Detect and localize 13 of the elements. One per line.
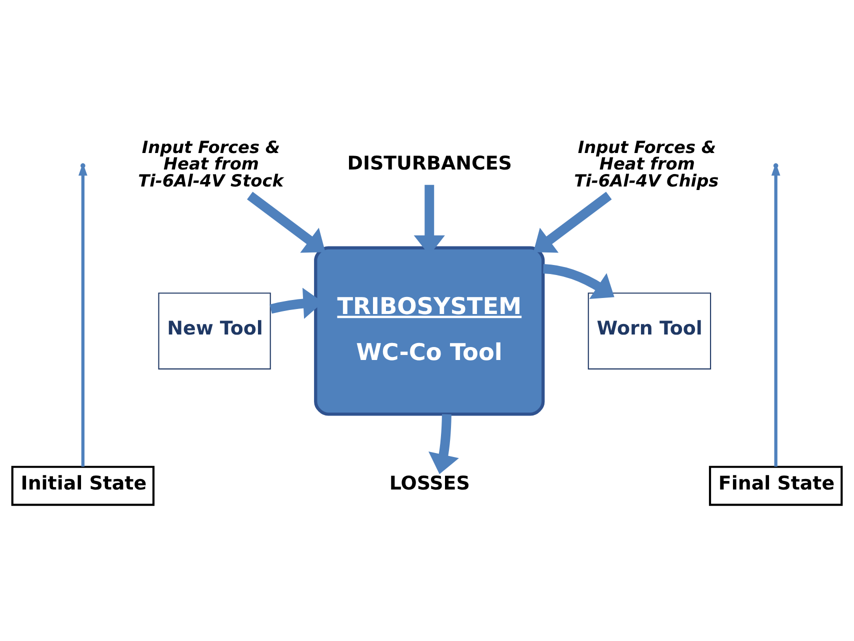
node-box: Initial State (11, 466, 155, 506)
node-text: DISTURBANCES (347, 152, 512, 174)
node-box: TRIBOSYSTEM WC-Co Tool (314, 246, 545, 416)
node-text: Input Forces & Heat from Ti-6Al-4V Chips (574, 136, 719, 191)
node-box: Final State (708, 466, 843, 506)
node-box: Worn Tool (588, 292, 712, 370)
arrow (247, 192, 326, 253)
arrow (428, 414, 459, 474)
arrow (542, 264, 614, 300)
node-box: New Tool (158, 292, 271, 370)
arrow (533, 192, 612, 253)
node-text: LOSSES (389, 472, 470, 494)
node-text: Input Forces & Heat from Ti-6Al-4V Stock (138, 136, 284, 191)
